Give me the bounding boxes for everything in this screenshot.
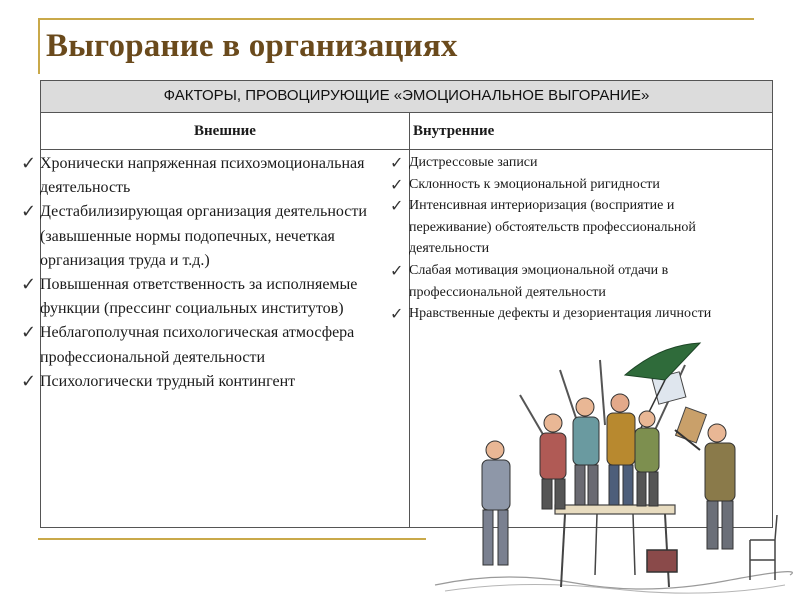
decorative-rule-bottom — [38, 538, 426, 540]
checkmark-icon: ✓ — [390, 196, 404, 216]
checkmark-icon: ✓ — [21, 201, 37, 223]
subheader-divider — [41, 149, 772, 150]
decorative-rule-top — [38, 18, 754, 20]
list-item: ✓Повышенная ответственность за исполняем… — [21, 274, 358, 318]
list-item: ✓Нравственные дефекты и дезориентация ли… — [390, 304, 712, 324]
external-column-header: Внешние — [194, 123, 256, 139]
internal-column-header: Внутренние — [413, 123, 495, 139]
list-item: ✓Дистрессовые записи — [390, 153, 538, 172]
table-header: ФАКТОРЫ, ПРОВОЦИРУЮЩИЕ «ЭМОЦИОНАЛЬНОЕ ВЫ… — [41, 81, 772, 113]
list-item: ✓Неблагополучная психологическая атмосфе… — [21, 322, 355, 366]
list-item: ✓Слабая мотивация эмоциональной отдачи в… — [390, 260, 669, 300]
decorative-rule-left — [38, 18, 40, 74]
checkmark-icon: ✓ — [21, 322, 37, 344]
internal-factors-list: ✓Дистрессовые записи ✓Склонность к эмоци… — [390, 152, 759, 325]
column-divider — [409, 113, 410, 528]
checkmark-icon: ✓ — [390, 153, 404, 172]
list-item: ✓Дестабилизирующая организация деятельно… — [21, 201, 367, 269]
page-title: Выгорание в организациях — [46, 28, 458, 64]
checkmark-icon: ✓ — [21, 153, 37, 174]
external-factors-list: ✓Хронически напряженная психоэмоциональн… — [21, 152, 398, 394]
checkmark-icon: ✓ — [390, 174, 404, 194]
checkmark-icon: ✓ — [21, 370, 37, 392]
list-item: ✓Хронически напряженная психоэмоциональн… — [21, 153, 365, 197]
checkmark-icon: ✓ — [390, 304, 404, 324]
factors-table: ФАКТОРЫ, ПРОВОЦИРУЮЩИЕ «ЭМОЦИОНАЛЬНОЕ ВЫ… — [40, 80, 773, 528]
checkmark-icon: ✓ — [390, 260, 404, 280]
list-item: ✓Интенсивная интериоризация (восприятие … — [390, 196, 696, 257]
list-item: ✓Психологически трудный контингент — [21, 370, 398, 394]
crowd-on-table-illustration — [434, 342, 793, 594]
list-item: ✓Склонность к эмоциональной ригидности — [390, 174, 660, 194]
checkmark-icon: ✓ — [21, 274, 37, 296]
